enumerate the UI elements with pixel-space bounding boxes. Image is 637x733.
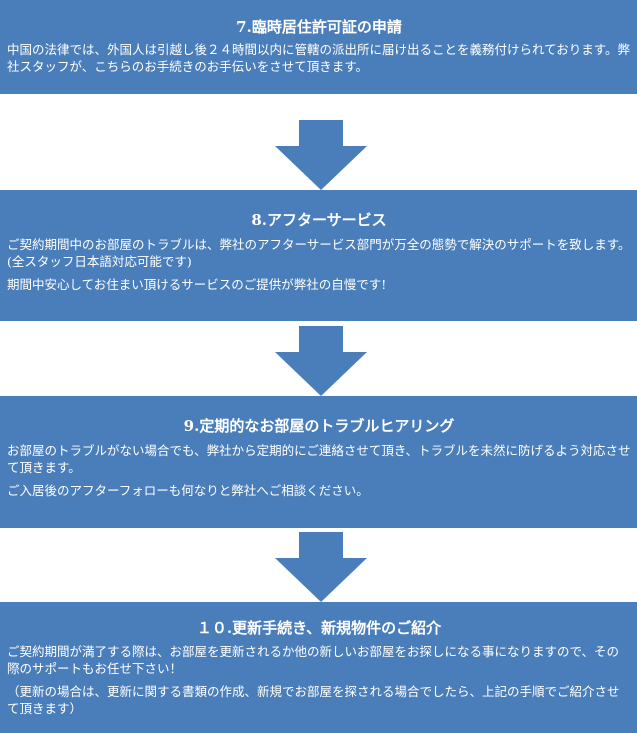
- step-8-text: ご契約期間中のお部屋のトラブルは、弊社のアフターサービス部門が万全の態勢で解決の…: [7, 237, 631, 269]
- step-8-box: 8.アフターサービス ご契約期間中のお部屋のトラブルは、弊社のアフターサービス部…: [0, 190, 637, 321]
- step-9-text: お部屋のトラブルがない場合でも、弊社から定期的にご連絡させて頂き、トラブルを未然…: [7, 443, 631, 475]
- step-7-box: 7.臨時居住許可証の申請 中国の法律では、外国人は引越し後２４時間以内に管轄の派…: [0, 0, 637, 94]
- step-9-title: 9.定期的なお部屋のトラブルヒアリング: [183, 417, 455, 435]
- step-7-title: 7.臨時居住許可証の申請: [236, 18, 402, 36]
- step-10-text-2: （更新の場合は、更新に関する書類の作成、新規でお部屋を探される場合でしたら、上記…: [7, 684, 620, 716]
- step-7-text: 中国の法律では、外国人は引越し後２４時間以内に管轄の派出所に届け出ることを義務付…: [7, 42, 631, 74]
- step-10-text: ご契約期間が満了する際は、お部屋を更新されるか他の新しいお部屋をお探しになる事に…: [7, 644, 620, 676]
- step-9-text-2: ご入居後のアフターフォローも何なりと弊社へご相談ください。: [7, 483, 369, 498]
- step-8-text-2: 期間中安心してお住まい頂けるサービスのご提供が弊社の自慢です!: [7, 277, 387, 292]
- down-arrow-icon: [275, 120, 367, 190]
- down-arrow-icon: [275, 532, 367, 602]
- down-arrow-icon: [275, 326, 367, 396]
- step-8-title: 8.アフターサービス: [251, 211, 387, 229]
- step-9-box: 9.定期的なお部屋のトラブルヒアリング お部屋のトラブルがない場合でも、弊社から…: [0, 396, 637, 528]
- step-10-title: １０.更新手続き、新規物件のご紹介: [196, 619, 442, 637]
- step-10-box: １０.更新手続き、新規物件のご紹介 ご契約期間が満了する際は、お部屋を更新される…: [0, 602, 637, 733]
